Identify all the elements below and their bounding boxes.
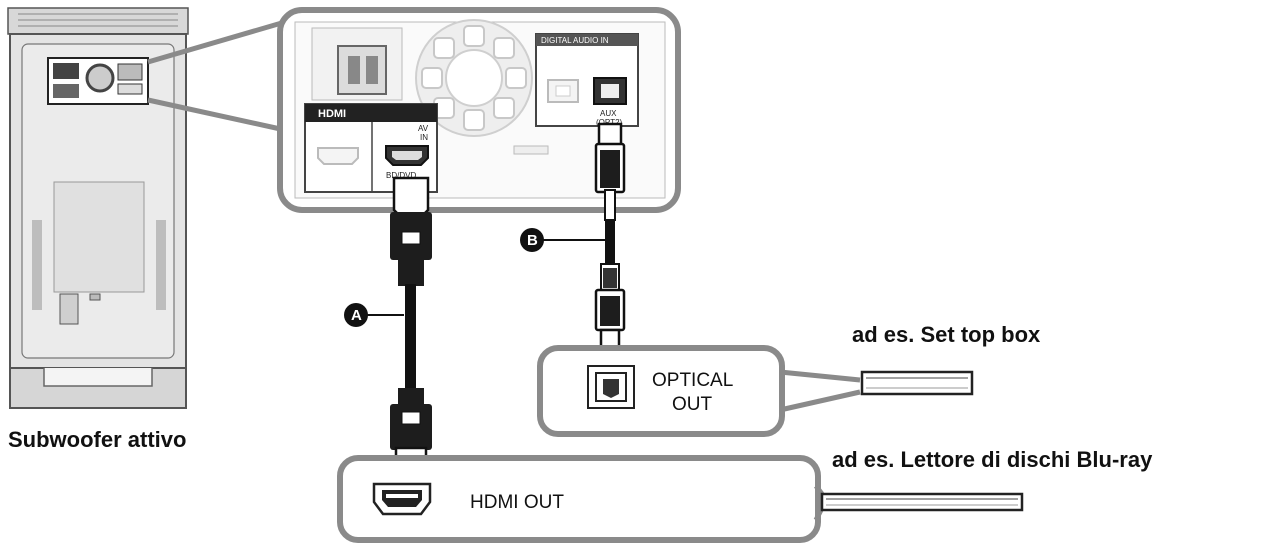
- optical-out-label: OUT: [672, 394, 713, 415]
- hdmi-port-icon: [372, 482, 432, 516]
- vent-grille-icon: [415, 19, 533, 137]
- optical-out-label: OPTICAL: [652, 370, 733, 391]
- optical-port-icon: [547, 79, 579, 103]
- optical-port-icon: [587, 365, 635, 409]
- hdmi-port-icon: [385, 145, 429, 166]
- av-in-label: IN: [420, 133, 428, 142]
- av-in-label: AV: [418, 124, 429, 133]
- set-top-box-label: ad es. Set top box: [852, 322, 1041, 347]
- set-top-box-panel: OPTICAL OUT: [537, 345, 861, 437]
- hdmi-port-icon: [317, 147, 359, 165]
- optical-port-icon: [593, 77, 627, 105]
- aux-label: (OPT2): [596, 118, 623, 127]
- optical-cable: [594, 122, 626, 354]
- callout-b: B: [520, 228, 606, 252]
- aux-label: AUX: [600, 109, 617, 118]
- hdmi-badge: HDMI: [318, 108, 346, 120]
- bluray-device: [820, 492, 1024, 512]
- bd-dvd-label: BD/DVD: [386, 171, 416, 180]
- subwoofer-label: Subwoofer attivo: [8, 427, 186, 452]
- hdmi-cable: [390, 176, 432, 464]
- rear-panel-zoom: HDMI AV IN BD/DVD DIGITAL AUDIO IN AUX: [277, 7, 681, 213]
- digital-audio-in-label: DIGITAL AUDIO IN: [541, 36, 609, 45]
- hdmi-out-label: HDMI OUT: [470, 492, 564, 513]
- callout-b-letter: B: [527, 232, 538, 249]
- bluray-label: ad es. Lettore di dischi Blu-ray: [832, 447, 1153, 472]
- bluray-panel: HDMI OUT: [337, 455, 825, 543]
- callout-a-letter: A: [351, 307, 362, 324]
- callout-a: A: [344, 303, 404, 327]
- set-top-box-device: [860, 370, 974, 396]
- subwoofer-unit: [7, 7, 286, 409]
